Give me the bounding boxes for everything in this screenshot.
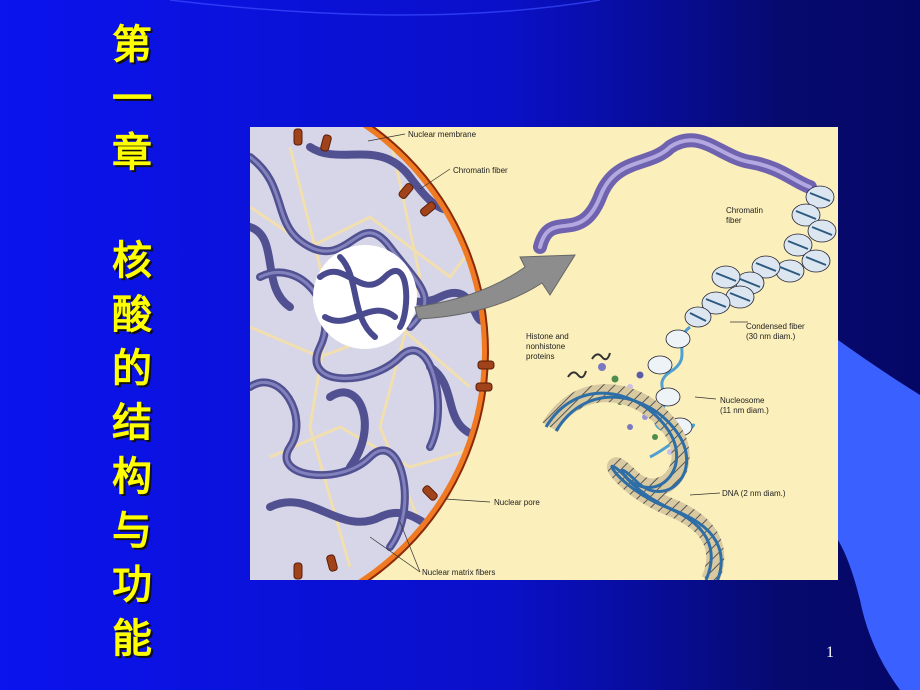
condensed-fiber — [684, 185, 837, 328]
title-char: 第 — [112, 22, 152, 68]
label-chromatin-fiber-right: Chromatin — [726, 206, 763, 215]
title-char: 一 — [112, 76, 152, 122]
label-nuclear-membrane: Nuclear membrane — [408, 130, 477, 139]
label-condensed-fiber: (30 nm diam.) — [746, 332, 796, 341]
title-char: 的 — [112, 346, 152, 392]
title-char: 结 — [112, 400, 152, 446]
accent-band — [838, 340, 920, 690]
label-nuclear-matrix: Nuclear matrix fibers — [422, 568, 495, 577]
label-chromatin-fiber: Chromatin fiber — [453, 166, 508, 175]
label-dna: DNA (2 nm diam.) — [722, 489, 786, 498]
label-chromatin-fiber-right: fiber — [726, 216, 742, 225]
nucleus — [250, 127, 495, 580]
label-histone: nonhistone — [526, 342, 566, 351]
label-nucleosome: Nucleosome — [720, 396, 765, 405]
title-char: 核 — [112, 238, 152, 284]
slide-title: 第 一 章 核 酸 的 结 构 与 功 能 — [104, 18, 160, 666]
label-histone: Histone and — [526, 332, 569, 341]
title-char: 与 — [112, 508, 152, 554]
dna-double-helix — [542, 384, 725, 580]
title-char: 构 — [112, 454, 152, 500]
label-condensed-fiber: Condensed fiber — [746, 322, 805, 331]
chromatin-fiber — [533, 133, 817, 254]
magnify-arrow-icon — [414, 254, 576, 320]
title-char: 功 — [112, 562, 152, 608]
page-number: 1 — [826, 644, 834, 661]
label-nucleosome: (11 nm diam.) — [720, 406, 769, 415]
title-char: 酸 — [112, 292, 152, 338]
title-char: 能 — [112, 616, 152, 662]
label-nuclear-pore: Nuclear pore — [494, 498, 540, 507]
chromatin-illustration: Nuclear membrane Chromatin fiber Chromat… — [250, 127, 837, 580]
chromatin-diagram: Nuclear membrane Chromatin fiber Chromat… — [250, 127, 838, 580]
title-char: 章 — [112, 130, 152, 176]
label-histone: proteins — [526, 352, 554, 361]
